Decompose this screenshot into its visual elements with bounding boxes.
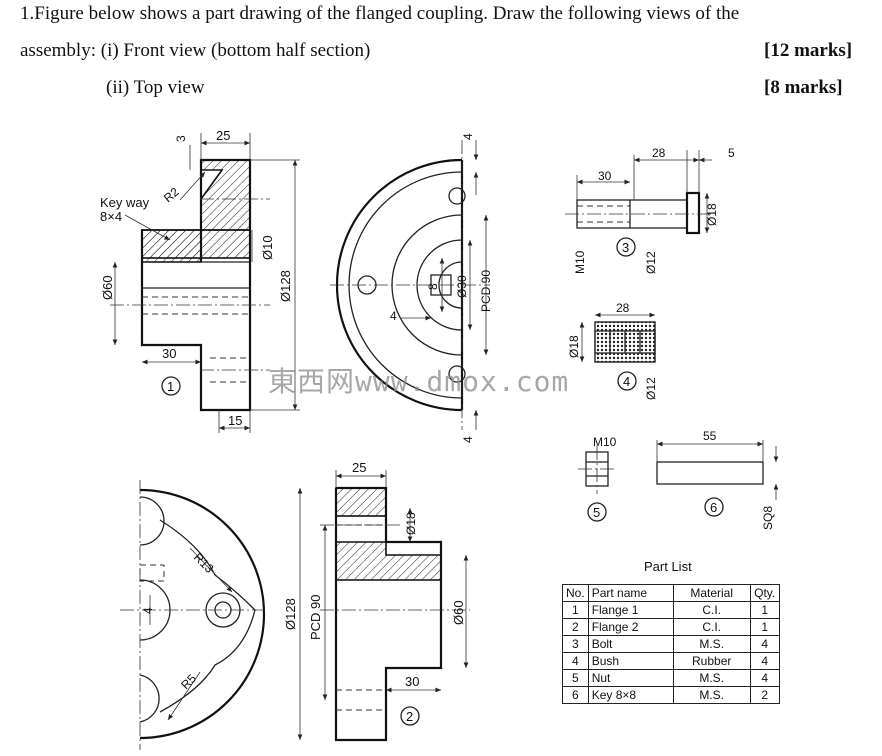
- cell-no: 2: [562, 618, 589, 636]
- cell-material: Rubber: [672, 652, 751, 670]
- dim-side1-pcd90: PCD 90: [479, 270, 493, 312]
- header-material: Material: [672, 584, 751, 602]
- marks-top-view: [8 marks]: [764, 77, 843, 98]
- flange-2-side-view: R13 4 R5: [120, 480, 266, 750]
- bolt-view: 28 5 30 Ø18 M10 Ø12 3: [565, 146, 735, 274]
- dim-flange2-d18: Ø18: [404, 512, 418, 535]
- dim-flange1-25: 25: [216, 128, 230, 143]
- dim-side1-4-bottom: 4: [461, 436, 475, 443]
- table-row: 1 Flange 1 C.I. 1: [562, 601, 780, 619]
- cell-part-name: Key 8×8: [587, 686, 674, 704]
- dim-side2-4: 4: [141, 607, 155, 614]
- part-list-title: Part List: [644, 559, 692, 574]
- flange-2-section-view: 25 Ø18 Ø128 PCD 90 Ø60 30 2: [283, 460, 470, 742]
- part-tag-1: 1: [167, 379, 174, 394]
- cell-qty: 2: [749, 686, 780, 704]
- part-tag-2: 2: [406, 709, 413, 724]
- dim-flange2-30: 30: [405, 674, 419, 689]
- cell-part-name: Nut: [587, 669, 674, 687]
- dim-key-sq8: SQ8: [761, 506, 775, 530]
- dim-nut-m10: M10: [593, 435, 617, 449]
- cell-qty: 1: [749, 601, 780, 619]
- table-row: 5 Nut M.S. 4: [562, 669, 780, 687]
- cell-no: 5: [562, 669, 589, 687]
- dim-side1-4-top: 4: [461, 133, 475, 140]
- cell-no: 1: [562, 601, 589, 619]
- part-tag-4: 4: [623, 374, 630, 389]
- cell-material: C.I.: [672, 618, 751, 636]
- flange-2-outline: [334, 486, 443, 742]
- part-tag-6: 6: [710, 500, 717, 515]
- table-row: 2 Flange 2 C.I. 1: [562, 618, 780, 636]
- table-header-row: No. Part name Material Qty.: [562, 584, 780, 602]
- marks-front-view: [12 marks]: [764, 40, 853, 61]
- question-line-3: (ii) Top view: [106, 77, 205, 98]
- key-view: 55 SQ8 6: [656, 429, 779, 530]
- flange-1-hub-hatch: [141, 229, 251, 259]
- flange-1-section-view: 25 3 R2 Key way 8×4 Ø10 Ø128 Ø60 30 15 1: [100, 128, 300, 433]
- cell-material: M.S.: [672, 635, 751, 653]
- cell-material: C.I.: [672, 601, 751, 619]
- table-row: 4 Bush Rubber 4: [562, 652, 780, 670]
- bush-view: 28 Ø18 Ø12 4: [567, 301, 658, 400]
- cell-no: 3: [562, 635, 589, 653]
- dim-flange2-d128: Ø128: [283, 598, 298, 630]
- cell-no: 4: [562, 652, 589, 670]
- dim-side1-d30: Ø30: [455, 275, 469, 298]
- label-key-way: Key way: [100, 195, 150, 210]
- table-row: 3 Bolt M.S. 4: [562, 635, 780, 653]
- part-tag-5: 5: [593, 505, 600, 520]
- dim-bush-d12: Ø12: [644, 377, 658, 400]
- cell-part-name: Flange 1: [587, 601, 674, 619]
- nut-view: M10 5: [578, 435, 617, 522]
- dim-flange2-pcd90: PCD 90: [308, 594, 323, 640]
- table-row: 6 Key 8×8 M.S. 2: [562, 686, 780, 704]
- dim-bolt-d12: Ø12: [644, 251, 658, 274]
- dim-bush-28: 28: [616, 301, 630, 315]
- dim-flange1-30: 30: [162, 346, 176, 361]
- dim-bolt-m10: M10: [573, 250, 587, 274]
- flange-1-outline: [140, 158, 252, 412]
- cell-qty: 4: [749, 652, 780, 670]
- flange-2-hatch-top: [335, 487, 387, 517]
- dim-bolt-30: 30: [598, 169, 612, 183]
- header-part-name: Part name: [587, 584, 674, 602]
- dim-flange1-d128: Ø128: [278, 270, 293, 302]
- dim-flange1-r2: R2: [161, 185, 182, 206]
- dim-bush-d18: Ø18: [567, 335, 581, 358]
- dim-side2-r5: R5: [178, 671, 199, 692]
- cell-qty: 4: [749, 669, 780, 687]
- dim-flange1-d10: Ø10: [260, 235, 275, 260]
- dim-bolt-5: 5: [728, 146, 735, 160]
- cell-material: M.S.: [672, 686, 751, 704]
- dim-flange1-3: 3: [174, 135, 188, 142]
- dim-flange1-15: 15: [228, 413, 242, 428]
- dim-bolt-d18: Ø18: [705, 203, 719, 226]
- dim-side1-4-left: 4: [390, 309, 397, 323]
- flange-2-hatch-hub: [335, 541, 442, 581]
- watermark: 東西网www.dmox.com: [268, 365, 570, 398]
- header-no: No.: [562, 584, 589, 602]
- flange-1-side-view: 4 8 Ø30 PCD 90 4 4: [330, 133, 493, 443]
- dim-flange2-d60: Ø60: [451, 600, 466, 625]
- dim-bolt-28: 28: [652, 146, 666, 160]
- part-tag-3: 3: [622, 240, 629, 255]
- cell-qty: 4: [749, 635, 780, 653]
- label-key-way-size: 8×4: [100, 209, 122, 224]
- dim-flange1-d60: Ø60: [100, 275, 115, 300]
- dim-key-55: 55: [703, 429, 717, 443]
- cell-qty: 1: [749, 618, 780, 636]
- part-list-table: No. Part name Material Qty. 1 Flange 1 C…: [562, 584, 780, 704]
- cell-part-name: Bush: [587, 652, 674, 670]
- cell-part-name: Flange 2: [587, 618, 674, 636]
- cell-material: M.S.: [672, 669, 751, 687]
- dim-side1-8: 8: [426, 283, 440, 290]
- header-qty: Qty.: [749, 584, 780, 602]
- cell-no: 6: [562, 686, 589, 704]
- dim-flange2-25: 25: [352, 460, 366, 475]
- question-line-1: 1.Figure below shows a part drawing of t…: [20, 3, 740, 24]
- question-line-2: assembly: (i) Front view (bottom half se…: [20, 40, 371, 61]
- cell-part-name: Bolt: [587, 635, 674, 653]
